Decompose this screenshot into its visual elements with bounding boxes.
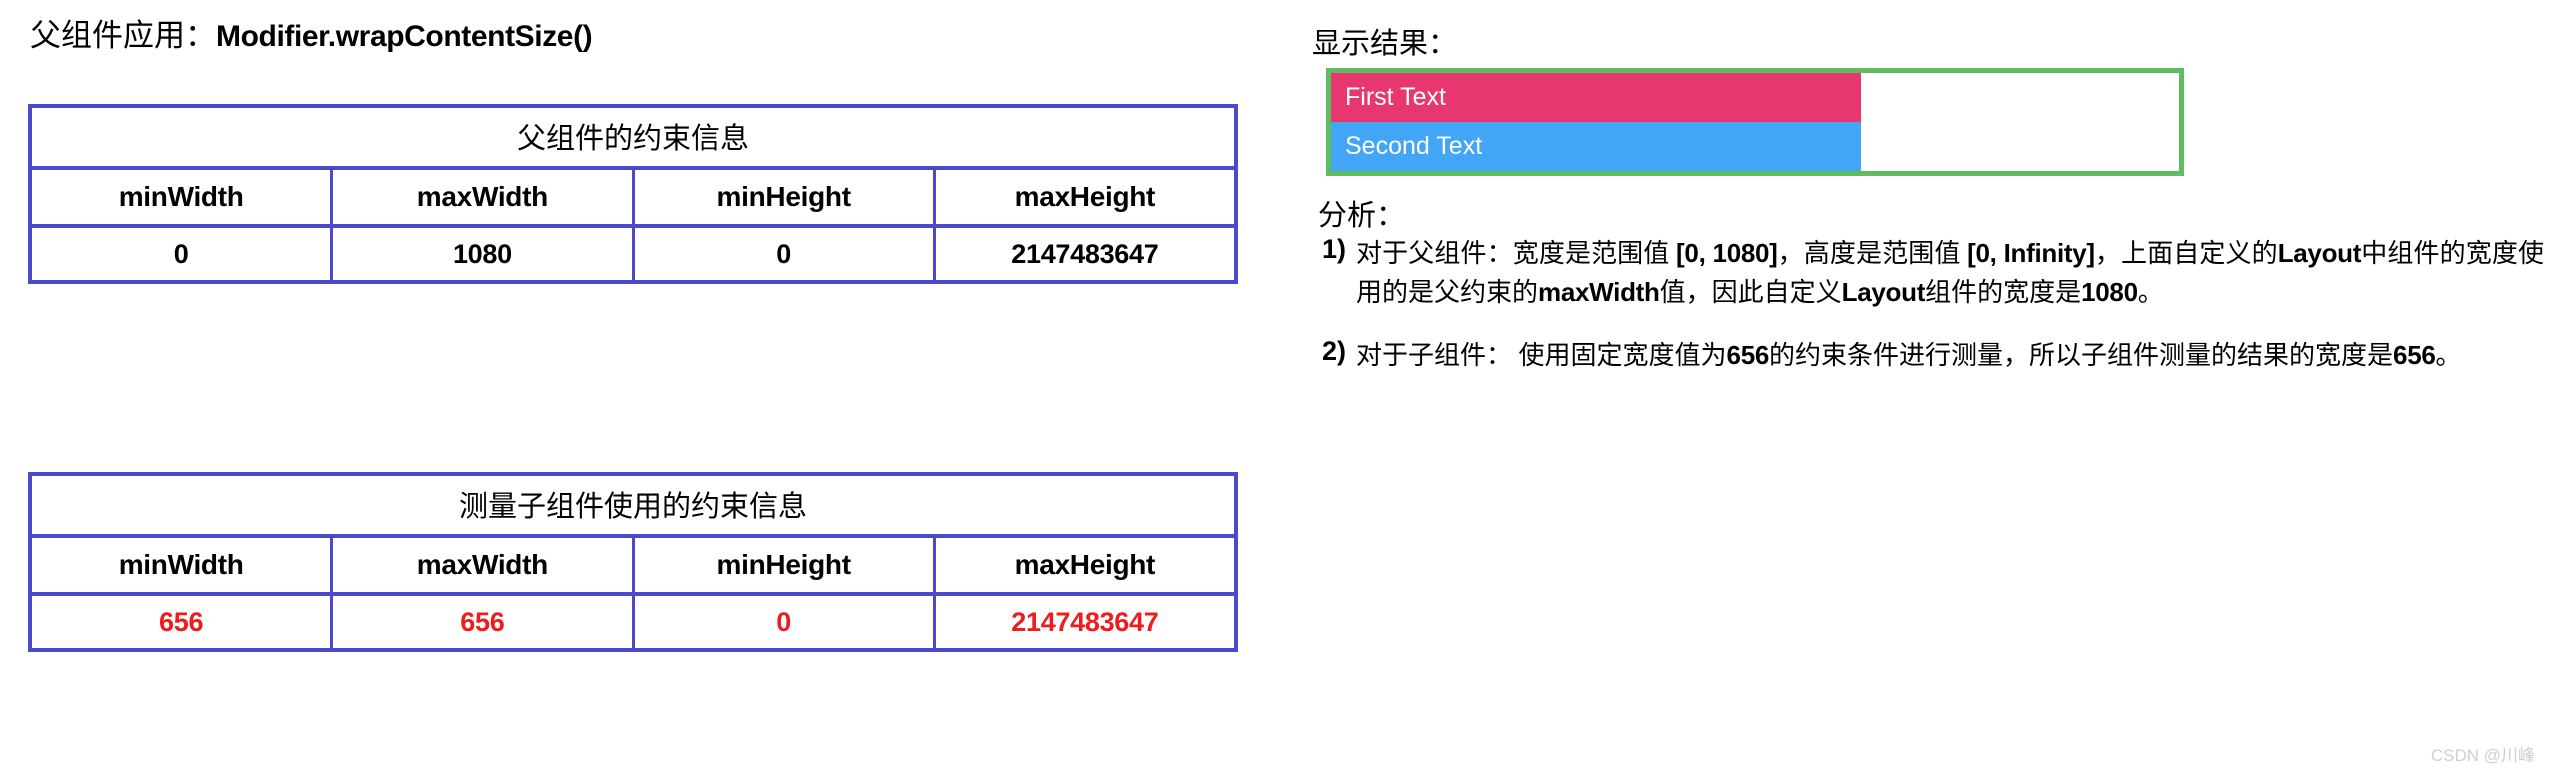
column-header-minwidth: minWidth (32, 170, 334, 224)
column-header-maxheight: maxHeight (1014, 549, 1156, 580)
column-header-maxwidth: maxWidth (333, 170, 635, 224)
analysis-label: 分析： (1318, 200, 1406, 232)
preview-inner-column: First Text Second Text (1331, 73, 1861, 171)
value-maxheight: 2147483647 (1011, 606, 1159, 637)
column-header-maxheight: maxHeight (1014, 181, 1156, 212)
left-panel-title-code: Modifier.wrapContentSize() (216, 20, 593, 53)
value-minwidth: 0 (32, 228, 334, 280)
parent-constraints-table-caption: 父组件的约束信息 (32, 108, 1234, 170)
value-maxwidth: 656 (333, 596, 635, 648)
analysis-item-2-body: 对于子组件： 使用固定宽度值为656的约束条件进行测量，所以子组件测量的结果的宽… (1356, 340, 2462, 370)
value-maxwidth: 1080 (333, 228, 635, 280)
analysis-item-2: 2) 对于子组件： 使用固定宽度值为656的约束条件进行测量，所以子组件测量的结… (1322, 336, 2544, 375)
value-minheight: 0 (635, 596, 936, 648)
column-header-minheight: minHeight (635, 170, 936, 224)
csdn-watermark: CSDN @川峰 (2430, 746, 2535, 765)
second-text-bar: Second Text (1331, 122, 1861, 171)
analysis-list: 1) 对于父组件：宽度是范围值 [0, 1080]，高度是范围值 [0, Inf… (1322, 234, 2544, 399)
child-constraints-table: 测量子组件使用的约束信息 minWidth maxWidth minHeight… (28, 472, 1238, 652)
parent-constraints-table: 父组件的约束信息 minWidth maxWidth minHeight max… (28, 104, 1238, 284)
left-panel-title-prefix: 父组件应用： (30, 18, 216, 53)
parent-constraints-header-row: minWidth maxWidth minHeight maxHeight (32, 170, 1234, 228)
right-panel: 显示结果： First Text Second Text 分析： 1) 对于父组… (1312, 0, 2544, 774)
first-text-bar: First Text (1331, 73, 1861, 122)
value-minheight: 0 (635, 228, 936, 280)
value-maxheight: 2147483647 (1011, 238, 1159, 269)
column-header-minheight: minHeight (635, 538, 936, 592)
parent-constraints-value-row: 0 1080 0 2147483647 (32, 228, 1234, 280)
column-header-maxwidth: maxWidth (333, 538, 635, 592)
column-header-minwidth: minWidth (32, 538, 334, 592)
analysis-item-1-number: 1) (1322, 234, 1347, 264)
value-minwidth: 656 (32, 596, 334, 648)
child-constraints-header-row: minWidth maxWidth minHeight maxHeight (32, 538, 1234, 596)
child-constraints-table-caption: 测量子组件使用的约束信息 (32, 476, 1234, 538)
left-panel: 父组件应用：Modifier.wrapContentSize() 父组件的约束信… (22, 0, 1262, 774)
analysis-item-1-body: 对于父组件：宽度是范围值 [0, 1080]，高度是范围值 [0, Infini… (1356, 238, 2544, 307)
left-panel-title: 父组件应用：Modifier.wrapContentSize() (30, 16, 593, 57)
preview-box: First Text Second Text (1326, 68, 2184, 176)
analysis-item-1: 1) 对于父组件：宽度是范围值 [0, 1080]，高度是范围值 [0, Inf… (1322, 234, 2544, 312)
result-label: 显示结果： (1312, 28, 1458, 60)
first-text-label: First Text (1345, 83, 1446, 111)
analysis-item-2-number: 2) (1322, 336, 1347, 366)
child-constraints-value-row: 656 656 0 2147483647 (32, 596, 1234, 648)
second-text-label: Second Text (1345, 132, 1483, 160)
